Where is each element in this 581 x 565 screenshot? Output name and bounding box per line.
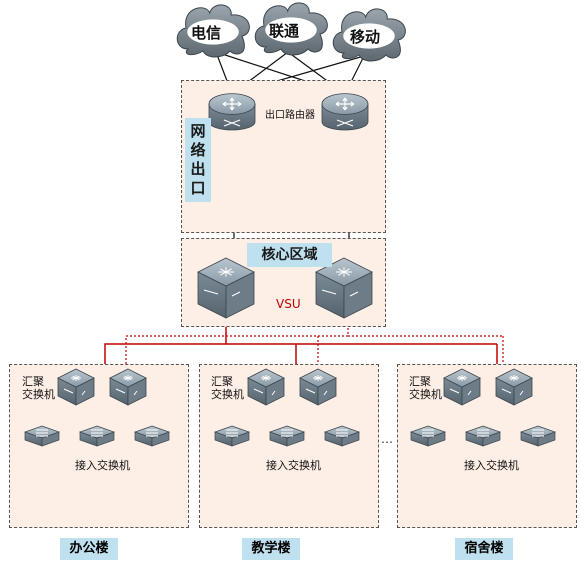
uplink-office-line bbox=[104, 320, 227, 366]
switch-top-arrows bbox=[71, 375, 81, 381]
building-name-teaching: 教学楼 bbox=[242, 538, 300, 560]
core-switch-left-icon bbox=[197, 257, 255, 319]
backup-uplink-office-line bbox=[125, 320, 349, 366]
access-switch-label-teaching: 接入交换机 bbox=[266, 459, 321, 472]
access-top-marks bbox=[336, 429, 348, 437]
switch-face-arrows bbox=[321, 289, 359, 297]
switch-top-arrows bbox=[457, 375, 467, 381]
agg-switch-left-icon bbox=[57, 368, 95, 406]
agg-switch-right-icon bbox=[109, 368, 147, 406]
access-top-face bbox=[268, 425, 306, 439]
agg-switch-label-office: 汇聚 交换机 bbox=[22, 375, 55, 401]
router-cross bbox=[336, 119, 354, 127]
access-switch-icon bbox=[213, 425, 251, 447]
access-top-face bbox=[78, 425, 116, 439]
switch-top-arrows bbox=[123, 375, 133, 381]
router-arrows bbox=[222, 97, 242, 111]
isp-cloud-telecom-icon bbox=[176, 4, 250, 58]
access-top-marks bbox=[281, 429, 293, 437]
isp-cloud-mobile-icon bbox=[332, 8, 406, 62]
access-switch-icon bbox=[133, 425, 171, 447]
access-top-marks bbox=[532, 429, 544, 437]
switch-face-arrows bbox=[203, 289, 241, 297]
access-switch-icon bbox=[323, 425, 361, 447]
switch-top-arrows bbox=[313, 375, 323, 381]
building-name-dorm: 宿舍楼 bbox=[455, 538, 513, 560]
access-switch-icon bbox=[409, 425, 447, 447]
access-top-marks bbox=[146, 429, 158, 437]
access-top-marks bbox=[226, 429, 238, 437]
access-switch-icon bbox=[268, 425, 306, 447]
access-top-face bbox=[213, 425, 251, 439]
egress-router-left-icon bbox=[208, 93, 256, 131]
switch-face-arrows bbox=[115, 388, 138, 396]
core-switch-right-icon bbox=[315, 257, 373, 319]
access-switch-icon bbox=[78, 425, 116, 447]
egress-router-label: 出口路由器 bbox=[265, 110, 315, 121]
access-top-face bbox=[23, 425, 61, 439]
cloud-label-bg bbox=[187, 19, 239, 45]
isp-cloud-unicom-icon bbox=[254, 2, 328, 56]
agg-switch-label-teaching: 汇聚 交换机 bbox=[211, 375, 244, 401]
access-top-face bbox=[519, 425, 557, 439]
switch-face-arrows bbox=[501, 388, 524, 396]
switch-face-arrows bbox=[63, 388, 86, 396]
core-zone-title: 核心区域 bbox=[247, 243, 332, 267]
switch-top-arrows bbox=[261, 375, 271, 381]
agg-switch-right-icon bbox=[495, 368, 533, 406]
switch-top-arrows bbox=[218, 267, 234, 277]
building-name-office: 办公楼 bbox=[60, 538, 118, 560]
access-top-face bbox=[323, 425, 361, 439]
isp-label-telecom: 电信 bbox=[191, 24, 222, 42]
access-top-face bbox=[133, 425, 171, 439]
access-switch-icon bbox=[519, 425, 557, 447]
access-top-marks bbox=[422, 429, 434, 437]
isp-label-mobile: 移动 bbox=[350, 28, 381, 46]
access-switch-icon bbox=[464, 425, 502, 447]
access-switch-label-office: 接入交换机 bbox=[75, 459, 130, 472]
agg-switch-left-icon bbox=[443, 368, 481, 406]
router-arrows bbox=[335, 97, 355, 111]
switch-face-arrows bbox=[253, 388, 276, 396]
switch-face-arrows bbox=[305, 388, 328, 396]
access-top-face bbox=[409, 425, 447, 439]
egress-zone-title-text: 网络出口 bbox=[190, 122, 206, 197]
egress-zone-title: 网络出口 bbox=[185, 118, 211, 202]
access-top-face bbox=[464, 425, 502, 439]
router-cross bbox=[223, 119, 241, 127]
vsu-label: VSU bbox=[276, 297, 301, 311]
building-zone-teaching bbox=[199, 364, 379, 528]
switch-face-arrows bbox=[449, 388, 472, 396]
building-zone-office bbox=[9, 364, 189, 528]
access-top-marks bbox=[36, 429, 48, 437]
access-switch-label-dorm: 接入交换机 bbox=[464, 459, 519, 472]
access-top-marks bbox=[477, 429, 489, 437]
access-switch-icon bbox=[23, 425, 61, 447]
switch-top-arrows bbox=[509, 375, 519, 381]
agg-switch-left-icon bbox=[247, 368, 285, 406]
agg-switch-label-dorm: 汇聚 交换机 bbox=[409, 375, 442, 401]
switch-top-arrows bbox=[336, 267, 352, 277]
agg-switch-right-icon bbox=[299, 368, 337, 406]
egress-router-right-icon bbox=[321, 93, 369, 131]
more-buildings-ellipsis: … bbox=[381, 432, 394, 446]
cloud-label-bg bbox=[265, 17, 317, 43]
cloud-label-bg bbox=[343, 23, 395, 49]
isp-label-unicom: 联通 bbox=[269, 22, 300, 40]
access-top-marks bbox=[91, 429, 103, 437]
